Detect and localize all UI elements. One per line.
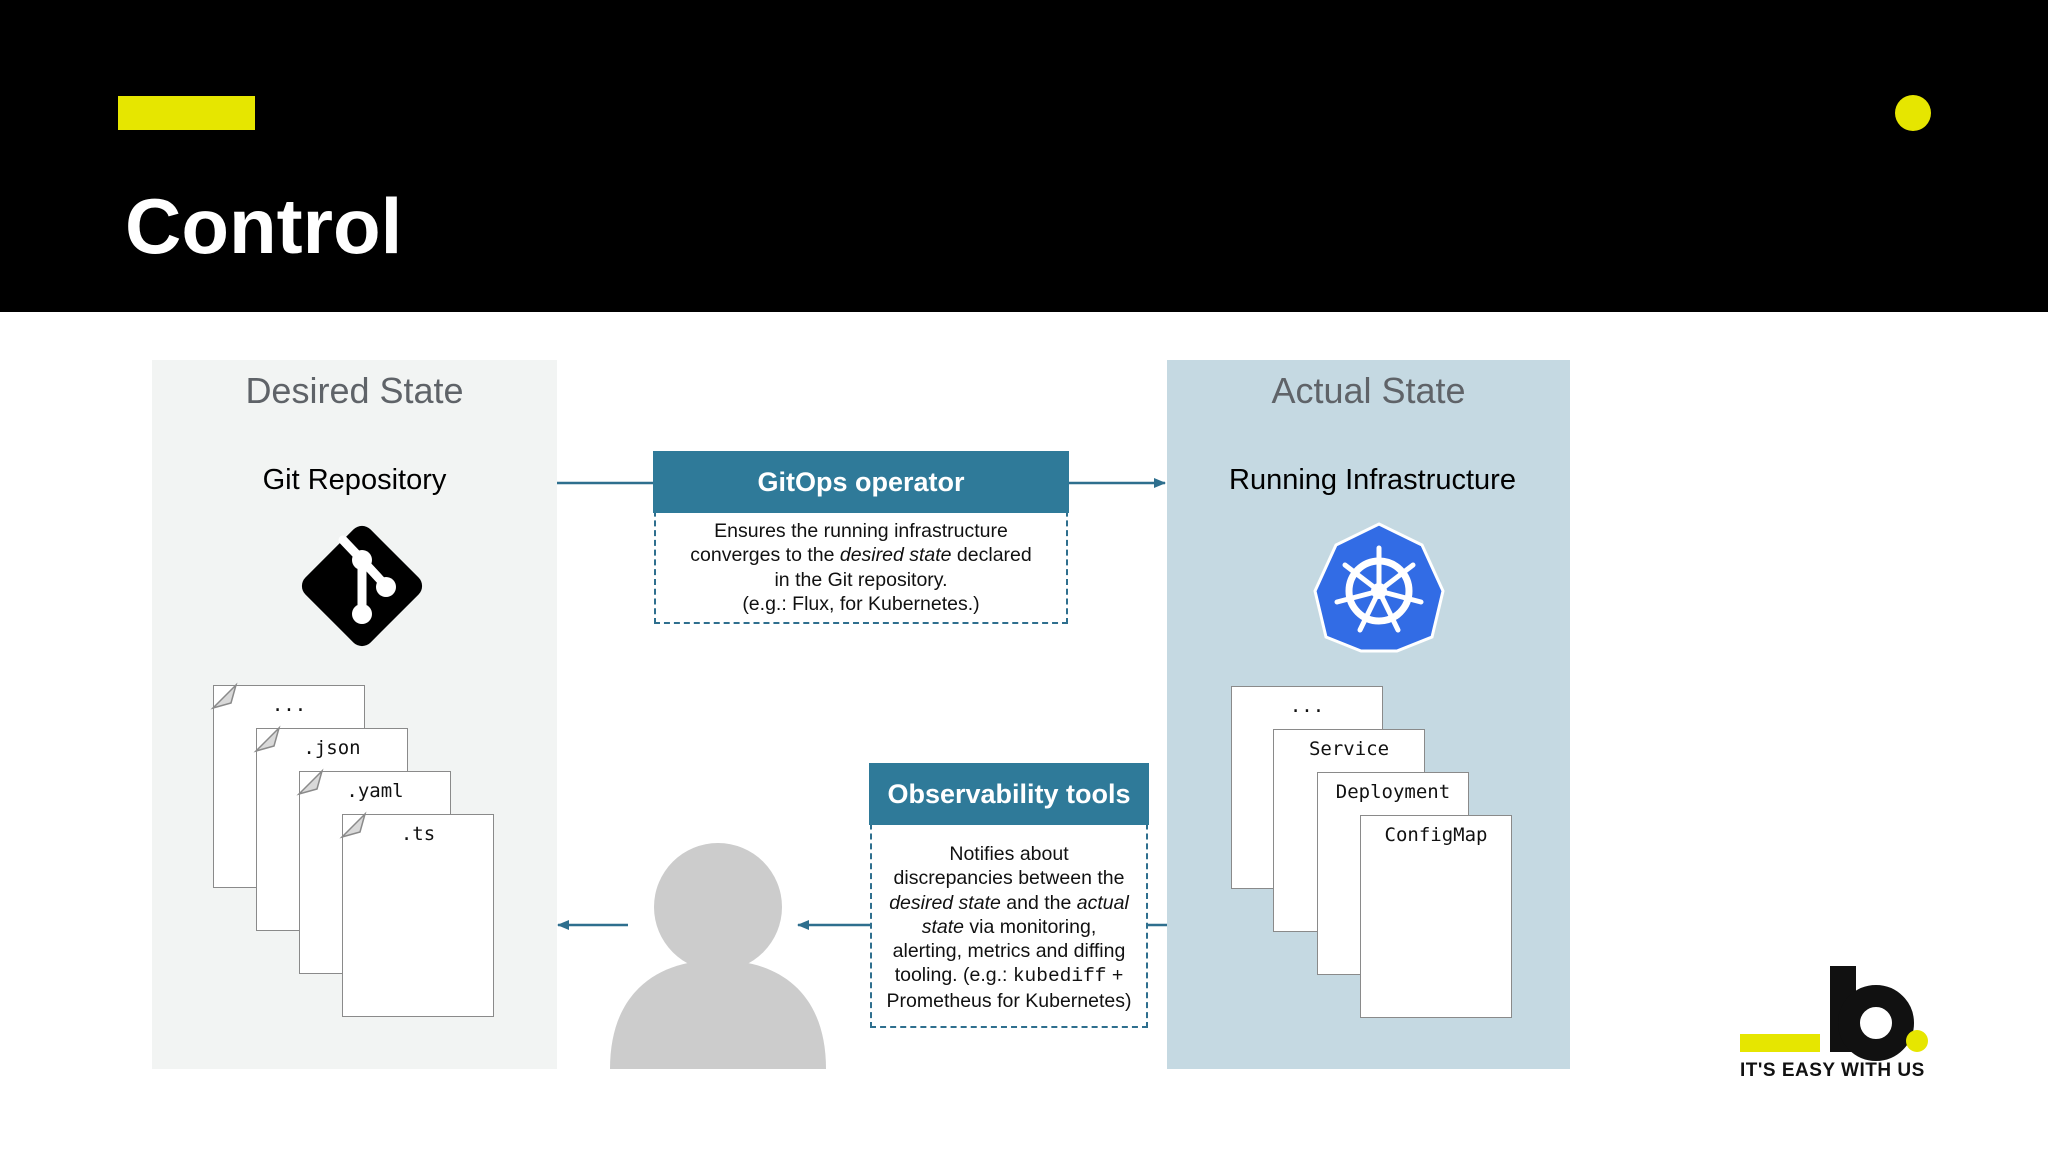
accent-bar bbox=[118, 96, 255, 130]
observability-tools-box: Observability tools Notifies about discr… bbox=[869, 763, 1149, 1028]
resource-label: ConfigMap bbox=[1384, 824, 1488, 846]
observability-line: state via monitoring, bbox=[921, 915, 1097, 938]
resource-label: Service bbox=[1308, 738, 1390, 760]
gitops-line: (e.g.: Flux, for Kubernetes.) bbox=[742, 592, 980, 615]
gitops-line: in the Git repository. bbox=[774, 568, 948, 591]
observability-line: Notifies about bbox=[949, 843, 1069, 865]
resource-label: Deployment bbox=[1335, 781, 1451, 803]
gitops-operator-title: GitOps operator bbox=[653, 451, 1069, 513]
brand-tagline: IT'S EASY WITH US bbox=[1740, 1060, 1925, 1081]
observability-description: Notifies about discrepancies between the… bbox=[874, 842, 1144, 1013]
actual-state-title: Actual State bbox=[1271, 370, 1466, 411]
observability-line: desired state and the actual bbox=[889, 891, 1129, 914]
brand-block: IT'S EASY WITH US bbox=[1738, 960, 1938, 1090]
file-label: .yaml bbox=[346, 780, 404, 802]
gitops-operator-description: Ensures the running infrastructure conve… bbox=[664, 519, 1058, 616]
gitops-operator-box: GitOps operator Ensures the running infr… bbox=[653, 451, 1069, 624]
observability-line: tooling. (e.g.: kubediff + bbox=[894, 964, 1124, 988]
gitops-line: Ensures the running infrastructure bbox=[714, 520, 1008, 542]
running-infrastructure-label: Running Infrastructure bbox=[1229, 464, 1516, 496]
accent-dot bbox=[1895, 95, 1931, 131]
file-label: ... bbox=[271, 694, 307, 716]
observability-line: Prometheus for Kubernetes) bbox=[886, 989, 1132, 1012]
header-band bbox=[0, 0, 2048, 312]
file-label: .ts bbox=[400, 823, 436, 845]
desired-state-title: Desired State bbox=[245, 370, 464, 411]
user-avatar-icon bbox=[610, 843, 826, 1069]
observability-tools-title: Observability tools bbox=[869, 763, 1149, 825]
git-repository-label: Git Repository bbox=[262, 464, 447, 496]
resource-label: ... bbox=[1289, 695, 1325, 717]
kubernetes-icon bbox=[1313, 522, 1445, 653]
brand-logo bbox=[1740, 966, 1928, 1061]
page-title: Control bbox=[125, 182, 403, 270]
git-icon bbox=[301, 525, 423, 647]
file-label: .json bbox=[303, 737, 361, 759]
observability-line: alerting, metrics and diffing bbox=[892, 940, 1126, 963]
gitops-line: converges to the desired state declared bbox=[690, 544, 1032, 567]
file-document: .ts bbox=[342, 814, 494, 1017]
resource-document: ConfigMap bbox=[1360, 815, 1512, 1018]
observability-line: discrepancies between the bbox=[893, 867, 1125, 890]
